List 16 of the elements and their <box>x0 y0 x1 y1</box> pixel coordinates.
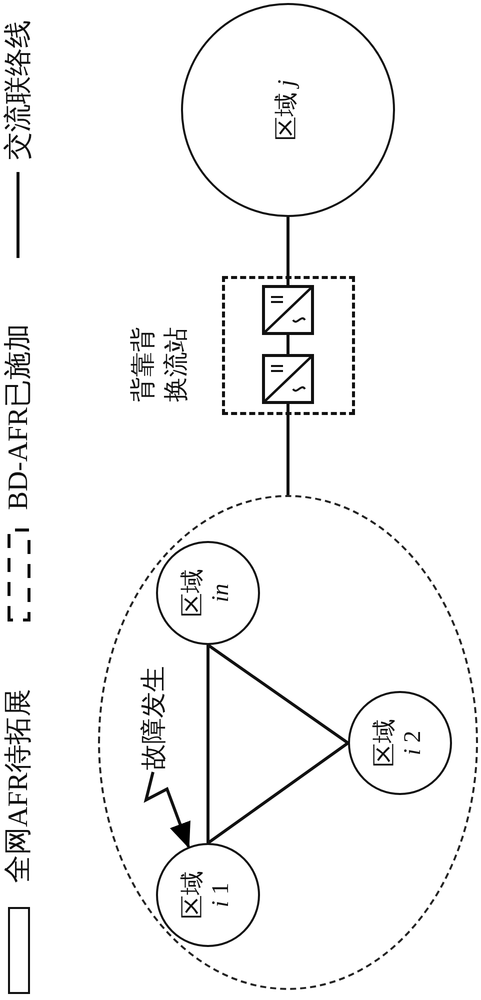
fault-label: 故障发生 <box>136 664 170 772</box>
ac-region-boundary <box>98 495 478 990</box>
region-label: 区域 j <box>274 78 302 142</box>
lightning-arrow <box>144 772 190 849</box>
legend-label: 全网AFR待拓展 <box>5 688 33 883</box>
connector-line <box>286 335 290 354</box>
legend-label: BD-AFR已施加 <box>5 323 33 510</box>
connector-line <box>207 742 349 844</box>
connector-line <box>207 644 349 744</box>
legend-label: 交流联络线 <box>5 20 33 160</box>
station-label: 背靠背换流站 <box>129 326 190 402</box>
region-label: 区域 in <box>180 568 235 619</box>
connector-line <box>206 645 210 843</box>
connector-line <box>286 404 290 495</box>
connector-line <box>286 217 290 285</box>
converter-station-frame <box>222 276 355 415</box>
